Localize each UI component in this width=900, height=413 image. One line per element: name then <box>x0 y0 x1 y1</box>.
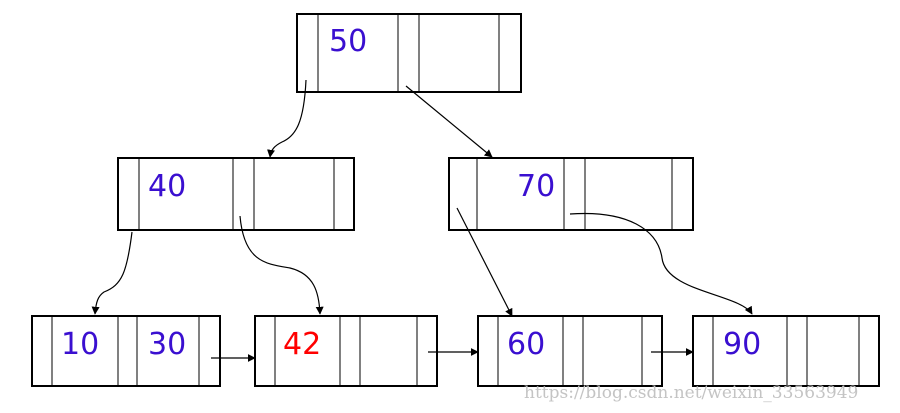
leaf-node-4: 90 <box>692 315 880 387</box>
leaf-node-3: 60 <box>477 315 663 387</box>
leaf-node-2: 42 <box>254 315 438 387</box>
root-node: 50 <box>296 13 522 93</box>
leaf-4-key-1: 90 <box>723 327 761 362</box>
edge-internal-left-to-leaf-2 <box>239 215 324 315</box>
leaf-1-box <box>31 315 221 387</box>
root-key-1: 50 <box>329 24 367 59</box>
internal-node-right: 70 <box>448 157 694 231</box>
internal-left-box <box>117 157 355 231</box>
edge-internal-left-to-leaf-1 <box>91 231 133 315</box>
tree-edges <box>91 79 753 317</box>
internal-right-key-1: 70 <box>517 169 555 204</box>
leaf-3-key-1: 60 <box>507 327 545 362</box>
leaf-1-key-1: 10 <box>61 327 99 362</box>
leaf-links <box>211 348 694 362</box>
edge-internal-right-to-leaf-3 <box>456 207 513 317</box>
root-node-box <box>296 13 522 93</box>
leaf-2-box <box>254 315 438 387</box>
edge-root-to-internal-right <box>405 85 493 158</box>
leaf-4-box <box>692 315 880 387</box>
internal-right-box <box>448 157 694 231</box>
watermark-url: https://blog.csdn.net/weixin_33563949 <box>524 383 858 403</box>
edge-root-to-internal-left <box>267 79 307 158</box>
internal-left-key-1: 40 <box>148 169 186 204</box>
edge-internal-right-to-leaf-4 <box>569 212 753 315</box>
leaf-2-key-1: 42 <box>283 327 321 362</box>
leaf-1-key-2: 30 <box>148 327 186 362</box>
leaf-3-box <box>477 315 663 387</box>
leaf-node-1: 10 30 <box>31 315 221 387</box>
internal-node-left: 40 <box>117 157 355 231</box>
